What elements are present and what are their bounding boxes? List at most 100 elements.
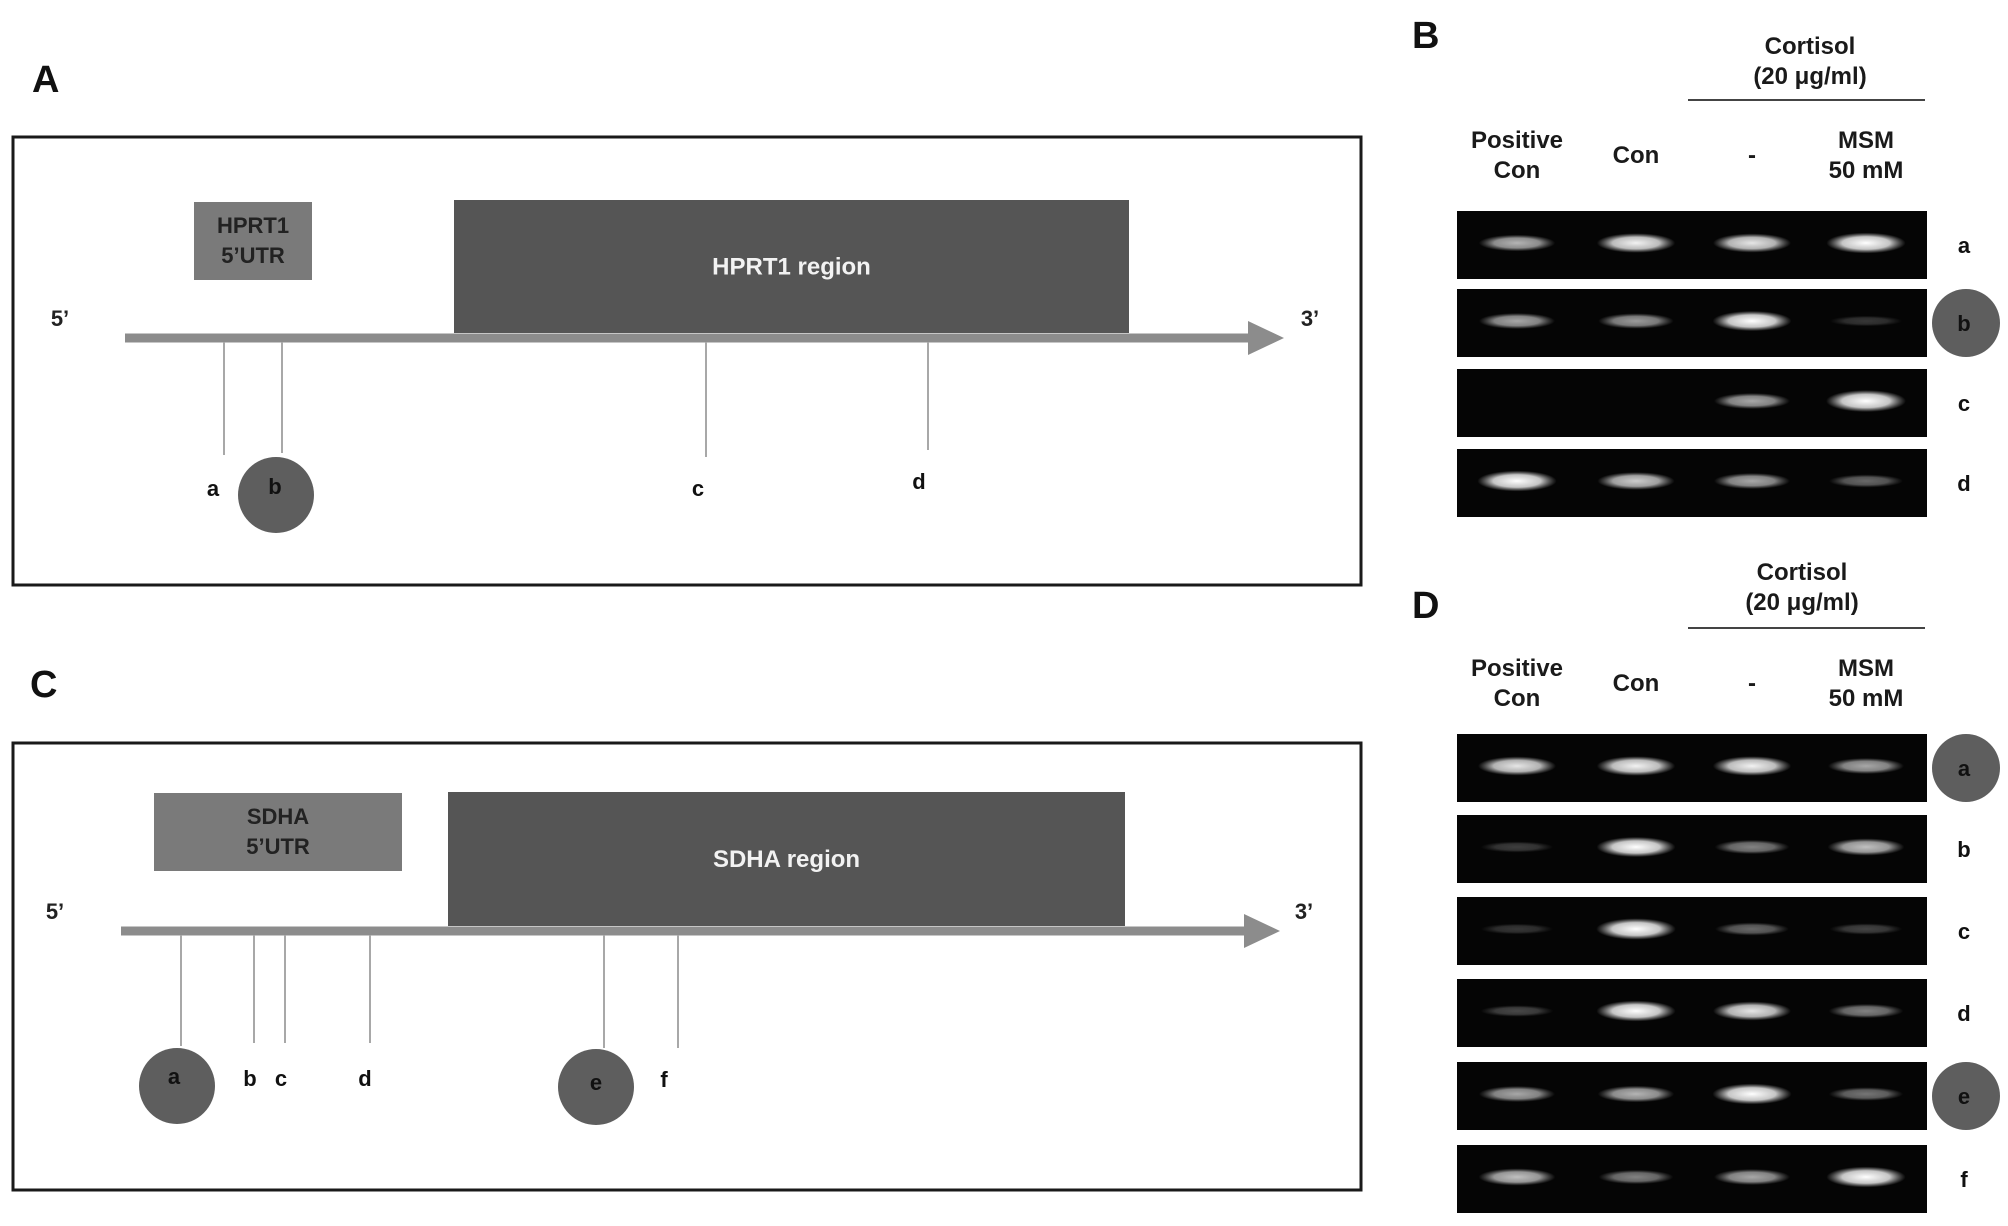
- gel-band: [1598, 313, 1674, 329]
- utr-box: [154, 793, 402, 871]
- gel-band: [1478, 234, 1556, 252]
- five-prime-label: 5’: [51, 306, 69, 331]
- site-label: c: [692, 476, 704, 501]
- gel-band: [1598, 1169, 1674, 1185]
- site-marker-c: c: [275, 935, 287, 1091]
- column-header: Con: [1613, 670, 1660, 697]
- column-header: MSM: [1838, 127, 1894, 154]
- gene-region-box: [454, 200, 1129, 333]
- axis-arrowhead-icon: [1248, 321, 1284, 355]
- gel-band: [1828, 1003, 1904, 1019]
- utr-label-line: 5’UTR: [246, 834, 310, 859]
- site-label: a: [207, 476, 220, 501]
- three-prime-label: 3’: [1295, 899, 1313, 924]
- site-label: d: [912, 469, 925, 494]
- gel-row-b: b: [1457, 289, 2000, 357]
- three-prime-label: 3’: [1301, 306, 1319, 331]
- utr-label-line: 5’UTR: [221, 243, 285, 268]
- row-label: c: [1958, 919, 1970, 944]
- gel-band: [1596, 1000, 1676, 1022]
- gel-band: [1826, 1166, 1906, 1188]
- gel-row-f: f: [1457, 1145, 1968, 1213]
- gel-band: [1827, 838, 1905, 856]
- gel-band: [1715, 922, 1789, 936]
- axis-arrowhead-icon: [1244, 914, 1280, 948]
- panel-letter: C: [30, 664, 57, 706]
- gel-band: [1478, 1168, 1556, 1186]
- gel-band: [1828, 1087, 1904, 1101]
- site-marker-c: c: [692, 342, 707, 501]
- site-marker-e: e: [558, 935, 634, 1125]
- gel-band: [1714, 839, 1790, 855]
- gel-row-e: e: [1457, 1062, 2000, 1130]
- highlight-circle: [238, 457, 314, 533]
- column-header: Con: [1494, 157, 1541, 184]
- site-marker-d: d: [358, 935, 372, 1091]
- gel-band: [1596, 918, 1676, 940]
- site-marker-a: a: [207, 342, 225, 501]
- row-label: d: [1957, 471, 1970, 496]
- column-header: Positive: [1471, 127, 1563, 154]
- site-label: c: [275, 1066, 287, 1091]
- site-marker-d: d: [912, 342, 929, 494]
- row-label: a: [1958, 756, 1971, 781]
- column-header: Con: [1494, 685, 1541, 712]
- utr-label-line: SDHA: [247, 804, 309, 829]
- column-header: 50 mM: [1829, 157, 1904, 184]
- panel-letter: B: [1412, 15, 1439, 57]
- gel-band: [1596, 836, 1676, 858]
- gel-band: [1828, 758, 1904, 774]
- diagram-frame: [11, 741, 1363, 1192]
- gel-band: [1712, 756, 1792, 776]
- site-label: b: [243, 1066, 256, 1091]
- gel-band: [1480, 1005, 1554, 1017]
- gel-band: [1829, 315, 1903, 327]
- gel-band: [1829, 474, 1903, 488]
- gel-band: [1826, 232, 1906, 254]
- utr-box: [194, 202, 312, 280]
- gel-band: [1712, 1083, 1792, 1105]
- diagram-frame: [11, 135, 1363, 587]
- gel-row-b: b: [1457, 815, 1971, 883]
- gel-band: [1829, 923, 1903, 935]
- treatment-label: Cortisol: [1757, 559, 1848, 586]
- gel-band: [1480, 841, 1554, 853]
- gel-band: [1477, 470, 1557, 492]
- column-header: -: [1748, 142, 1756, 169]
- gel-row-c: c: [1457, 369, 1970, 437]
- gene-region-box: [448, 792, 1125, 926]
- row-label: b: [1957, 837, 1970, 862]
- row-label: e: [1958, 1084, 1970, 1109]
- gel-band: [1596, 756, 1676, 776]
- column-header: MSM: [1838, 655, 1894, 682]
- gel-band: [1479, 313, 1555, 329]
- treatment-label: (20 μg/ml): [1753, 63, 1866, 90]
- gel-band: [1480, 923, 1554, 935]
- treatment-label: Cortisol: [1765, 33, 1856, 60]
- gel-band: [1479, 1086, 1555, 1102]
- gel-row-d: d: [1457, 449, 1971, 517]
- gel-row-a: a: [1457, 734, 2000, 802]
- gel-row-a: a: [1457, 211, 1971, 279]
- site-label: a: [168, 1064, 181, 1089]
- column-header: Positive: [1471, 655, 1563, 682]
- row-label: b: [1957, 311, 1970, 336]
- gel-band: [1713, 233, 1791, 253]
- gel-band: [1597, 472, 1675, 490]
- column-header: -: [1748, 670, 1756, 697]
- gel-band: [1597, 1085, 1675, 1103]
- row-label: d: [1957, 1001, 1970, 1026]
- site-marker-f: f: [660, 935, 679, 1092]
- gel-band: [1714, 473, 1790, 489]
- site-marker-a: a: [139, 935, 215, 1124]
- column-header: 50 mM: [1829, 685, 1904, 712]
- gel-row-c: c: [1457, 897, 1970, 965]
- gel-band: [1596, 233, 1676, 253]
- five-prime-label: 5’: [46, 899, 64, 924]
- site-marker-b: b: [243, 935, 257, 1091]
- gel-band: [1478, 756, 1556, 776]
